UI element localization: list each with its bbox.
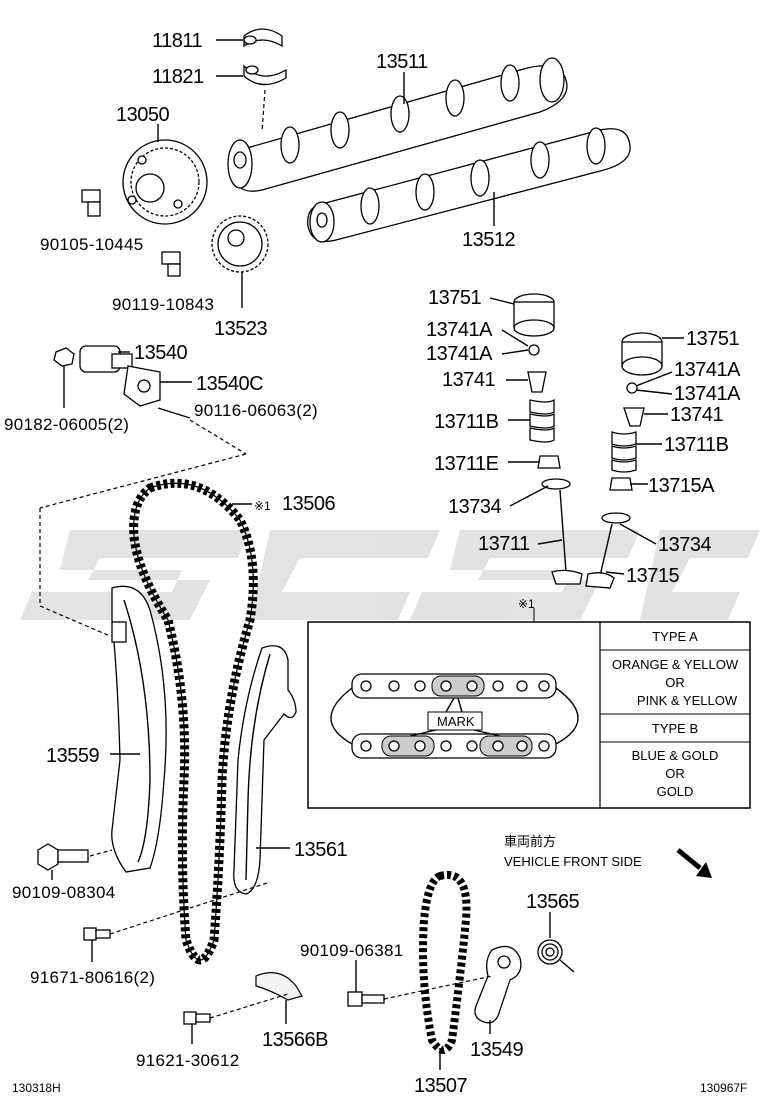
label-90116: 90116-06063(2) (194, 401, 318, 420)
figure-code-left: 130318H (12, 1081, 61, 1095)
label-13741a-right-1: 13741A (674, 359, 741, 381)
detail-labels: ※1 MARK TYPE A ORANGE & YELLOW OR PINK &… (437, 597, 739, 799)
figure-code-right: 130967F (700, 1081, 747, 1095)
sprocket-13523 (211, 215, 269, 273)
bolt-91671 (83, 927, 111, 941)
type-a-header: TYPE A (652, 629, 698, 644)
vehicle-front-jp: 車両前方 (504, 834, 556, 849)
bolt-90119 (161, 251, 181, 277)
label-13711: 13711 (478, 533, 530, 555)
type-b-line-1: BLUE & GOLD (632, 748, 719, 763)
gasket-13540c (123, 365, 161, 407)
type-b-line-3: GOLD (657, 784, 694, 799)
front-direction-arrow-icon (676, 848, 712, 878)
label-13741-left: 13741 (442, 369, 495, 391)
label-13506-mark: ※1 (254, 499, 271, 513)
label-13540: 13540 (134, 342, 187, 364)
camshaft-13511 (227, 57, 568, 192)
mark-label: MARK (437, 714, 475, 729)
nut-90182 (53, 347, 75, 367)
label-13715a: 13715A (648, 475, 715, 497)
label-13050: 13050 (116, 104, 169, 126)
label-13540c: 13540C (196, 373, 263, 395)
type-a-line-2: OR (665, 675, 685, 690)
bolt-91621 (183, 1011, 211, 1025)
label-13751-left: 13751 (428, 287, 481, 309)
label-90119: 90119-10843 (112, 295, 214, 314)
valve-train-left (513, 293, 583, 585)
label-13741a-right-2: 13741A (674, 383, 741, 405)
detail-ref-mark: ※1 (518, 597, 535, 611)
bearing-11821 (243, 64, 287, 86)
chain-guide-13559 (111, 585, 167, 873)
label-13741a-left-2: 13741A (426, 343, 493, 365)
type-b-header: TYPE B (652, 721, 698, 736)
bolt-90109-06381 (347, 991, 385, 1007)
label-13523: 13523 (214, 318, 267, 340)
label-91621: 91621-30612 (136, 1051, 240, 1070)
bolt-90109-08304 (37, 843, 89, 871)
label-13734-left: 13734 (448, 496, 501, 518)
type-a-line-3: PINK & YELLOW (637, 693, 738, 708)
label-13741-right: 13741 (670, 404, 723, 426)
label-91671: 91671-80616(2) (30, 968, 155, 987)
tensioner-13540 (79, 345, 133, 373)
label-13734-right: 13734 (658, 534, 711, 556)
watermark-logo (20, 530, 760, 620)
label-13566b: 13566B (262, 1029, 328, 1051)
part-labels: 11811 11821 13511 13050 13512 90105-1044… (4, 30, 742, 1097)
stud-90116 (157, 407, 191, 419)
chain-mark-detail-box (307, 608, 751, 809)
vvt-gear-13050 (122, 139, 208, 225)
damper-13566b (255, 972, 303, 1001)
label-13711e: 13711E (434, 453, 499, 475)
label-13511: 13511 (376, 51, 428, 73)
label-13711b-right: 13711B (664, 434, 729, 456)
oil-pump-chain-13507 (419, 870, 471, 1054)
label-90109-08304: 90109-08304 (12, 883, 116, 902)
label-13512: 13512 (462, 229, 515, 251)
label-13715: 13715 (626, 565, 679, 587)
tensioner-arm-13549 (474, 945, 522, 1024)
label-13507: 13507 (414, 1075, 467, 1097)
label-11811: 11811 (152, 30, 203, 52)
chain-diagram-loop (330, 673, 579, 759)
label-90182: 90182-06005(2) (4, 415, 129, 434)
label-11821: 11821 (152, 66, 204, 88)
bearing-11811 (243, 28, 283, 48)
spring-13565 (537, 939, 575, 973)
valve-train-right (585, 332, 663, 589)
label-13561: 13561 (294, 839, 347, 861)
type-a-line-1: ORANGE & YELLOW (612, 657, 739, 672)
label-13565: 13565 (526, 891, 579, 913)
label-13506: 13506 (282, 493, 335, 515)
camshaft-13512 (307, 127, 631, 243)
label-13711b-left: 13711B (434, 411, 499, 433)
label-13549: 13549 (470, 1039, 523, 1061)
label-13751-right: 13751 (686, 328, 739, 350)
label-13559: 13559 (46, 745, 99, 767)
chain-slipper-13561 (233, 645, 297, 895)
label-90109-06381: 90109-06381 (300, 941, 404, 960)
type-b-line-2: OR (665, 766, 685, 781)
label-90105: 90105-10445 (40, 235, 144, 254)
vehicle-front-en: VEHICLE FRONT SIDE (504, 854, 642, 869)
label-13741a-left-1: 13741A (426, 319, 493, 341)
bolt-90105 (81, 189, 101, 217)
